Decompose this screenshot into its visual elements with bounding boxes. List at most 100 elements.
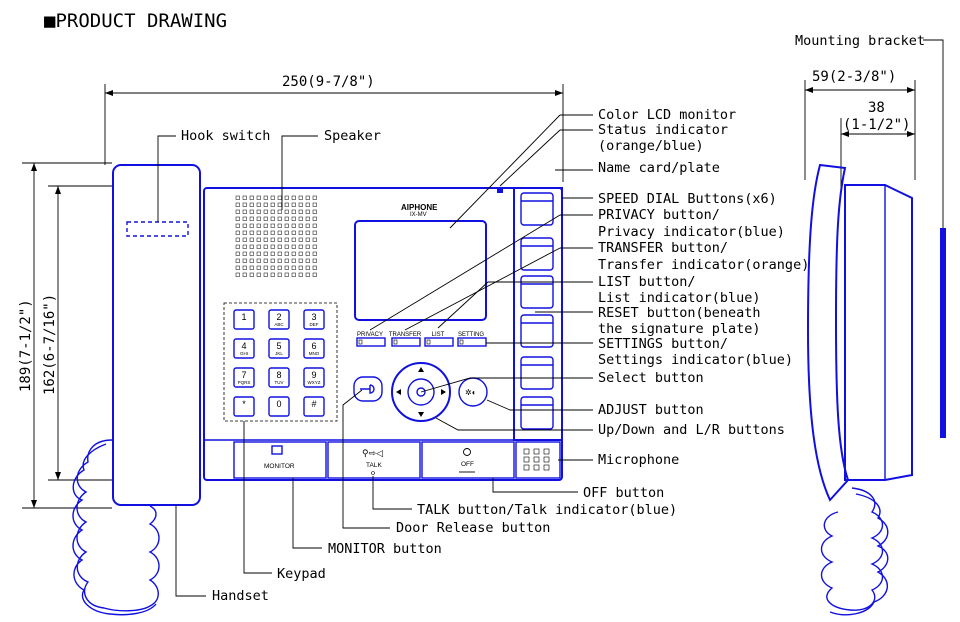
depth-unit-label-1: 38 <box>868 100 885 116</box>
speed-dial-button[interactable] <box>520 314 554 348</box>
keypad-key-label: 4 <box>241 341 246 351</box>
keypad-key-sub: WXYZ <box>308 380 321 385</box>
keypad-key-label: # <box>311 399 316 409</box>
speed-dial-button[interactable] <box>520 192 554 226</box>
callout-handset: Handset <box>212 588 269 604</box>
speaker-hole <box>235 209 240 214</box>
monitor-button[interactable] <box>233 441 327 479</box>
keypad-key[interactable] <box>303 396 325 417</box>
speed-dial-button[interactable] <box>520 396 554 430</box>
keypad-key[interactable] <box>268 396 290 417</box>
speaker-hole <box>291 202 296 207</box>
speaker-hole <box>235 265 240 270</box>
speaker-hole <box>263 223 268 228</box>
speaker-hole <box>291 216 296 221</box>
soft-button-indicator <box>393 339 398 345</box>
speaker-hole <box>284 202 289 207</box>
speaker-hole <box>242 202 247 207</box>
callout-list-1: LIST button/ <box>598 274 696 290</box>
callout-speaker: Speaker <box>324 128 381 144</box>
soft-button[interactable] <box>457 337 487 347</box>
speaker-hole <box>263 195 268 200</box>
speaker-hole <box>270 237 275 242</box>
keypad-key[interactable] <box>268 338 290 359</box>
keypad-key-label: 0 <box>276 399 281 409</box>
speaker-hole <box>305 216 310 221</box>
speaker-hole <box>298 209 303 214</box>
hook-switch <box>126 221 189 237</box>
speaker-hole <box>298 265 303 270</box>
speaker-hole <box>284 230 289 235</box>
speaker-hole <box>256 244 261 249</box>
callout-privacy-1: PRIVACY button/ <box>598 207 720 223</box>
callout-settings-1: SETTINGS button/ <box>598 336 728 352</box>
speaker-hole <box>277 209 282 214</box>
callout-speed-dial: SPEED DIAL Buttons(x6) <box>598 191 777 207</box>
mounting-bracket <box>940 228 946 438</box>
speaker-hole <box>242 195 247 200</box>
callout-settings-2: Settings indicator(blue) <box>598 352 793 368</box>
keypad-key[interactable] <box>268 309 290 330</box>
speaker-hole <box>256 230 261 235</box>
speaker-hole <box>235 244 240 249</box>
speaker-hole <box>235 223 240 228</box>
speaker-hole <box>249 244 254 249</box>
speaker-hole <box>263 230 268 235</box>
keypad-key[interactable] <box>233 367 255 388</box>
soft-button[interactable] <box>424 337 454 347</box>
keypad-key-sub: ABC <box>274 322 284 327</box>
mic-hole <box>523 448 530 455</box>
keypad-key[interactable] <box>303 338 325 359</box>
speed-dial-button[interactable] <box>520 275 554 309</box>
speaker-hole <box>256 237 261 242</box>
select-button[interactable] <box>407 378 435 406</box>
callout-transfer-1: TRANSFER button/ <box>598 240 728 256</box>
keypad-key[interactable] <box>233 396 255 417</box>
speaker-hole <box>263 272 268 277</box>
keypad-key[interactable] <box>233 309 255 330</box>
keypad-key-label: 9 <box>311 370 316 380</box>
speaker-hole <box>291 244 296 249</box>
speaker-hole <box>235 202 240 207</box>
callouts: Hook switch Speaker Color LCD monitor St… <box>157 33 944 604</box>
door-release-button[interactable] <box>353 376 383 402</box>
speaker-hole <box>298 251 303 256</box>
soft-button[interactable] <box>391 337 421 347</box>
keypad-key-label: 3 <box>311 312 316 322</box>
speaker-hole <box>305 195 310 200</box>
speaker-hole <box>277 223 282 228</box>
speed-dial-button[interactable] <box>520 237 554 271</box>
soft-button[interactable] <box>356 337 386 347</box>
keypad-key[interactable] <box>303 367 325 388</box>
keypad-key[interactable] <box>268 367 290 388</box>
height-dimension: 189(7-1/2") 162(6-7/16") <box>18 162 112 509</box>
soft-button-label: LIST <box>432 332 445 338</box>
name-card-plate <box>513 187 563 441</box>
keypad-key[interactable] <box>303 309 325 330</box>
callout-microphone: Microphone <box>598 452 679 468</box>
updown-lr-buttons[interactable] <box>391 362 451 422</box>
brand-logo: AIPHONE <box>401 203 438 212</box>
talk-button[interactable] <box>327 441 421 479</box>
mic-hole <box>533 464 540 471</box>
speaker-hole <box>277 258 282 263</box>
handset[interactable] <box>112 164 201 506</box>
speaker-hole <box>298 202 303 207</box>
keypad-key-label: 2 <box>276 312 281 322</box>
speed-dial-button[interactable] <box>520 356 554 390</box>
keypad-key[interactable] <box>233 338 255 359</box>
speaker-hole <box>305 265 310 270</box>
off-label: OFF <box>461 461 474 468</box>
speaker-hole <box>291 230 296 235</box>
speaker-hole <box>291 265 296 270</box>
speaker-hole <box>235 251 240 256</box>
keypad-key-sub: PQRS <box>238 380 251 385</box>
speaker-hole <box>242 209 247 214</box>
callout-off: OFF button <box>583 485 664 501</box>
off-button[interactable] <box>421 441 515 479</box>
speaker-hole <box>305 272 310 277</box>
speaker-hole <box>284 272 289 277</box>
keypad-key-label: 6 <box>311 341 316 351</box>
height-unit-label: 162(6-7/16") <box>42 294 58 395</box>
